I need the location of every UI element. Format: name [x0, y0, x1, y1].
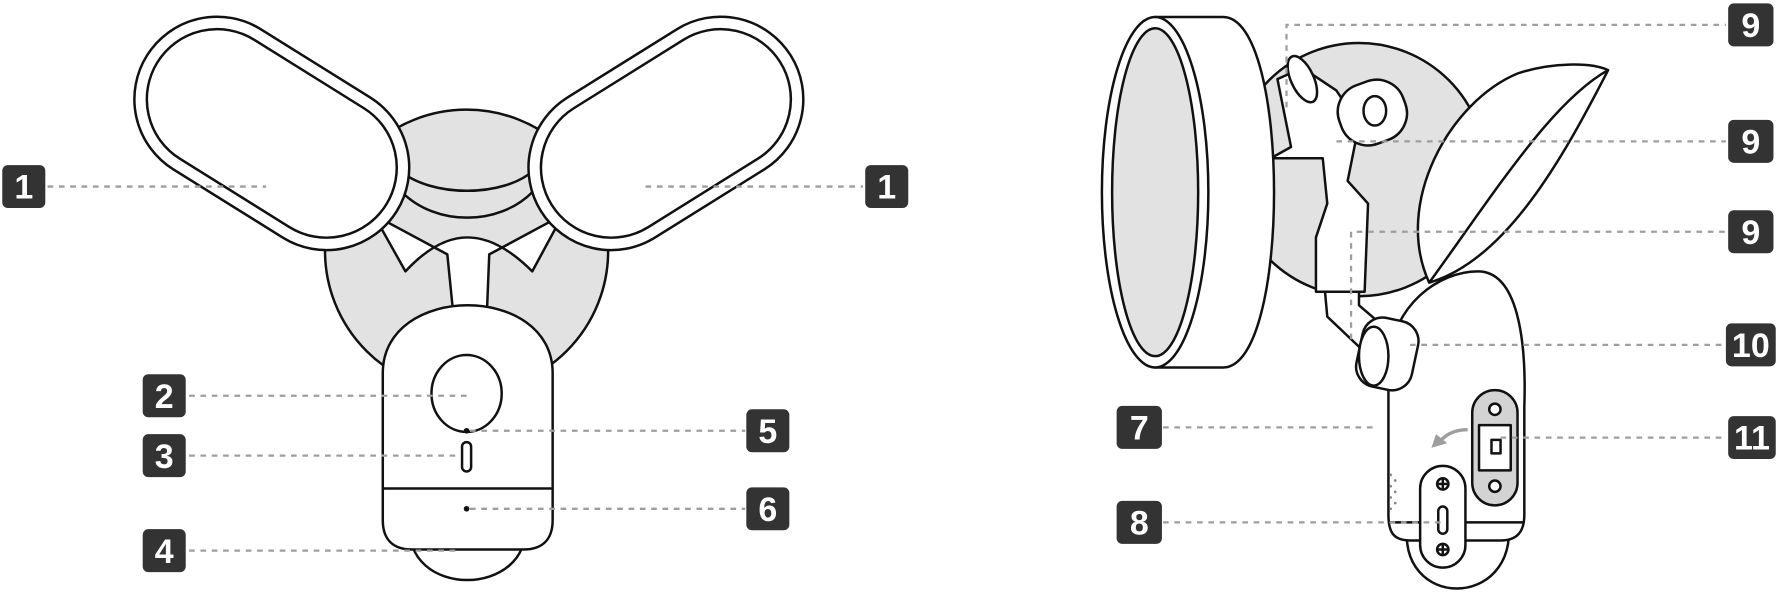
svg-text:5: 5	[758, 413, 777, 451]
callout-11: 11	[1728, 416, 1776, 460]
adjustment-knob	[1354, 316, 1420, 392]
arrow-head	[1431, 434, 1448, 448]
svg-text:3: 3	[155, 438, 174, 476]
slot	[460, 440, 473, 473]
pivot-middle-hole	[1362, 94, 1388, 127]
side-light-pod	[1416, 63, 1610, 284]
callout-7: 7	[1116, 405, 1162, 449]
arm-left	[372, 213, 565, 313]
indicator-dot-bottom	[463, 505, 470, 512]
callout-2: 2	[142, 374, 186, 418]
svg-text:2: 2	[155, 378, 174, 416]
pivot-top	[1286, 54, 1319, 104]
svg-text:4: 4	[155, 533, 174, 571]
svg-text:8: 8	[1130, 505, 1149, 543]
callout-3: 3	[142, 434, 186, 478]
side-view: 9 9 9 10 11 7 8	[1100, 3, 1776, 590]
callout-9-lower: 9	[1728, 210, 1774, 254]
speaker-grille	[1389, 473, 1397, 511]
callout-6: 6	[746, 487, 790, 531]
bottom-port-cover	[1418, 464, 1467, 569]
svg-text:10: 10	[1732, 327, 1770, 365]
callout-1-right: 1	[865, 165, 909, 209]
svg-text:9: 9	[1741, 7, 1760, 45]
svg-text:1: 1	[877, 169, 896, 207]
pod-edge	[1428, 69, 1609, 284]
svg-text:6: 6	[758, 491, 777, 529]
mount-disk	[1100, 15, 1276, 369]
callout-1-left: 1	[2, 165, 46, 209]
svg-text:1: 1	[14, 169, 33, 207]
callout-4: 4	[142, 529, 186, 573]
svg-text:9: 9	[1741, 123, 1760, 161]
callout-9-middle: 9	[1728, 119, 1774, 163]
callout-10: 10	[1725, 323, 1776, 367]
callout-9-top: 9	[1728, 3, 1774, 47]
indicator-dot-top	[463, 427, 470, 434]
callout-8: 8	[1116, 500, 1162, 544]
leader-9-lower	[1349, 230, 1726, 340]
light-pod-left	[133, 15, 411, 252]
front-view: 1 1 2 3 4 5 6	[2, 15, 909, 582]
leader-9-top	[1285, 23, 1726, 108]
camera-lens	[430, 353, 503, 434]
svg-text:7: 7	[1130, 410, 1149, 448]
light-pod-right	[527, 15, 805, 252]
svg-text:11: 11	[1734, 420, 1770, 458]
svg-text:9: 9	[1741, 214, 1760, 252]
side-port-cover	[1470, 388, 1519, 507]
callout-5: 5	[746, 409, 790, 453]
